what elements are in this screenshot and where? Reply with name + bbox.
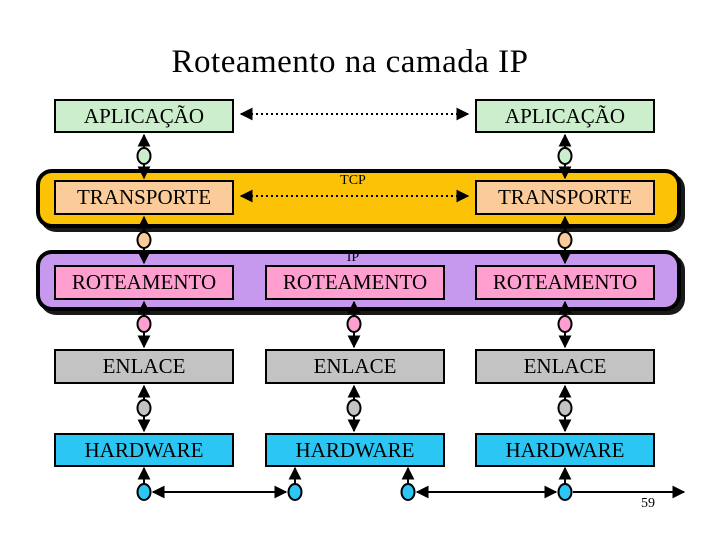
- sap-node-link-left: [136, 399, 152, 417]
- routing-box-left: ROTEAMENTO: [54, 265, 234, 300]
- sap-node-application-right: [557, 147, 573, 165]
- sap-node-link-middle: [346, 399, 362, 417]
- sap-node-hardware-left: [136, 483, 152, 501]
- tcp-label: TCP: [340, 173, 366, 188]
- hardware-box-middle: HARDWARE: [265, 433, 445, 467]
- sap-node-application-left: [136, 147, 152, 165]
- sap-node-routing-middle: [346, 315, 362, 333]
- hardware-box-right: HARDWARE: [475, 433, 655, 467]
- application-box-right: APLICAÇÃO: [475, 99, 655, 133]
- page-number: 59: [641, 496, 655, 511]
- hardware-box-left: HARDWARE: [54, 433, 234, 467]
- link-box-right: ENLACE: [475, 349, 655, 384]
- sap-node-link-right: [557, 399, 573, 417]
- sap-node-transport-left: [136, 231, 152, 249]
- routing-box-middle: ROTEAMENTO: [265, 265, 445, 300]
- sap-node-hardware-right: [557, 483, 573, 501]
- routing-box-right: ROTEAMENTO: [475, 265, 655, 300]
- sap-node-transport-right: [557, 231, 573, 249]
- transport-box-right: TRANSPORTE: [475, 180, 655, 215]
- slide-title: Roteamento na camada IP: [171, 44, 529, 80]
- ip-label: IP: [346, 250, 360, 265]
- transport-box-left: TRANSPORTE: [54, 180, 234, 215]
- sap-node-hardware-middle-left: [287, 483, 303, 501]
- sap-node-hardware-middle-right: [400, 483, 416, 501]
- application-box-left: APLICAÇÃO: [54, 99, 234, 133]
- link-box-middle: ENLACE: [265, 349, 445, 384]
- link-box-left: ENLACE: [54, 349, 234, 384]
- sap-node-routing-right: [557, 315, 573, 333]
- sap-node-routing-left: [136, 315, 152, 333]
